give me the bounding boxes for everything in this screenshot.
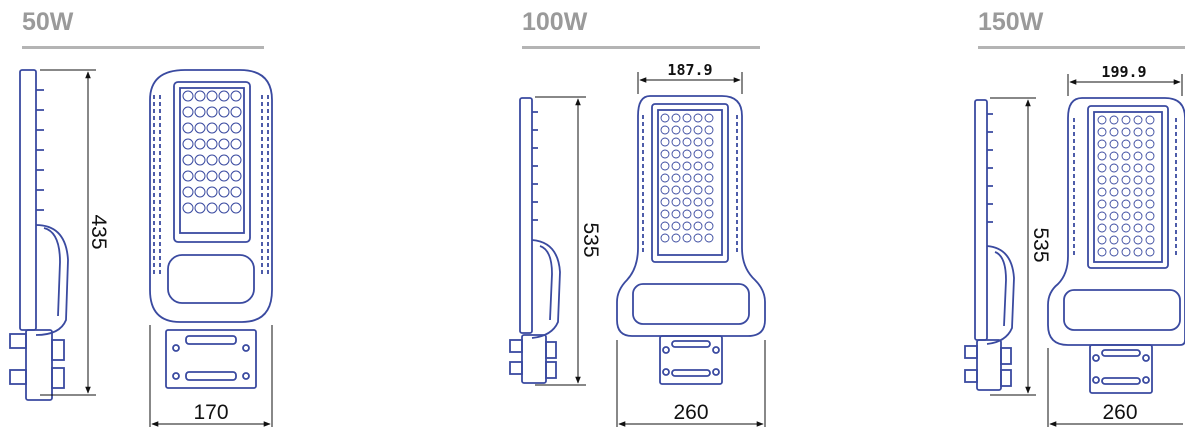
dimension-label-height-150w: 535 [1029,227,1052,262]
dimension-height-50w [40,69,96,396]
dimension-label-inner-width-100w: 187.9 [667,61,712,79]
front-view-100w [616,95,766,385]
dimension-label-width-100w: 260 [673,401,708,424]
front-view-50w [149,69,273,389]
model-title-150w: 150W [978,8,1044,36]
side-view-50w [9,69,69,401]
dimension-width-100w [616,340,766,427]
dimension-label-width-50w: 170 [193,401,228,424]
led-array-100w [660,113,714,243]
dimension-width-150w [1047,348,1183,427]
led-array-50w [182,90,242,214]
model-title-50w: 50W [22,8,74,36]
title-rule-100w [522,46,760,49]
dimension-label-inner-width-150w: 199.9 [1101,63,1146,81]
front-view-150w [1047,97,1185,394]
title-rule-50w [22,46,264,49]
model-title-100w: 100W [522,8,588,36]
dimension-inner-width-100w [637,72,743,94]
led-array-150w [1097,115,1155,257]
dimension-height-150w [990,97,1036,396]
dimension-label-width-150w: 260 [1102,401,1137,424]
dimension-label-height-50w: 435 [87,214,110,249]
dimension-width-50w [149,325,273,427]
side-view-150w [964,99,1015,391]
side-view-100w [509,97,561,384]
dimension-label-height-100w: 535 [579,222,602,257]
dimension-height-100w [535,96,586,386]
dimension-inner-width-150w [1067,74,1183,96]
title-rule-150w [978,46,1185,49]
